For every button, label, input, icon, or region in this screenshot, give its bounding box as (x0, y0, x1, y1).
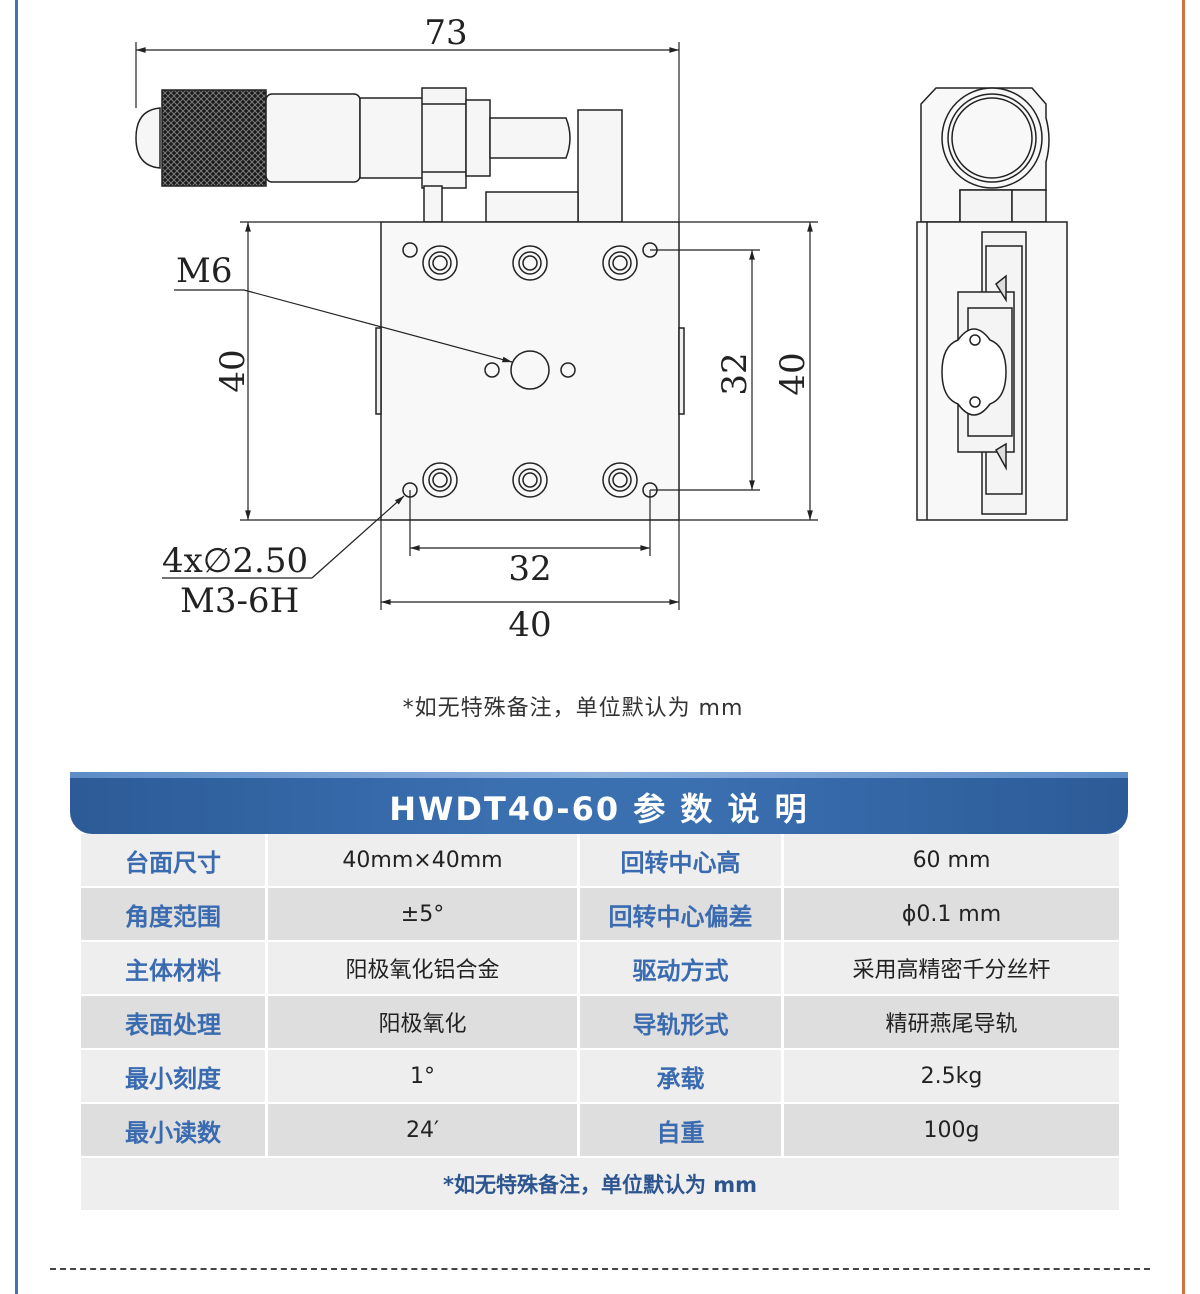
table-row: 角度范围 ±5° 回转中心偏差 ϕ0.1 mm (81, 888, 1119, 942)
spec-key: 台面尺寸 (81, 834, 265, 888)
knurled-thimble (161, 89, 267, 187)
spec-value: 采用高精密千分丝杆 (781, 942, 1119, 996)
dim-plate-width-bottom: 40 (508, 605, 551, 645)
counterbore-holes (422, 245, 638, 498)
dim-hole-spacing-horizontal: 32 (508, 549, 551, 589)
spec-key: 承载 (577, 1050, 781, 1104)
section-divider (50, 1268, 1150, 1270)
spec-value: 阳极氧化 (265, 996, 577, 1050)
dim-plate-height-right: 40 (773, 352, 813, 395)
table-row: 台面尺寸 40mm×40mm 回转中心高 60 mm (81, 834, 1119, 888)
label-holes-diameter: 4x∅2.50 (162, 541, 308, 581)
spec-key: 角度范围 (81, 888, 265, 942)
left-border-line (15, 0, 18, 1294)
table-row: 表面处理 阳极氧化 导轨形式 精研燕尾导轨 (81, 996, 1119, 1050)
spec-banner: HWDT40-60 参 数 说 明 (70, 772, 1128, 834)
spec-value: ϕ0.1 mm (781, 888, 1119, 942)
dim-hole-spacing-vertical: 32 (715, 352, 755, 395)
spec-value: 精研燕尾导轨 (781, 996, 1119, 1050)
spec-value: 100g (781, 1104, 1119, 1158)
spec-value: 24′ (265, 1104, 577, 1158)
label-holes-thread: M3-6H (180, 581, 299, 621)
table-footer-row: *如无特殊备注，单位默认为 mm (81, 1158, 1119, 1212)
dim-overall-width: 73 (424, 13, 467, 53)
spec-value: ±5° (265, 888, 577, 942)
right-border-line (1182, 0, 1185, 1294)
spec-value: 1° (265, 1050, 577, 1104)
top-plate (380, 221, 680, 521)
spec-value: 阳极氧化铝合金 (265, 942, 577, 996)
spec-key: 最小读数 (81, 1104, 265, 1158)
front-view (135, 87, 685, 521)
spec-key: 自重 (577, 1104, 781, 1158)
micrometer-assembly (135, 87, 623, 223)
spec-key: 最小刻度 (81, 1050, 265, 1104)
unit-note: *如无特殊备注，单位默认为 mm (402, 696, 744, 721)
spec-key: 回转中心高 (577, 834, 781, 888)
spec-title: HWDT40-60 参 数 说 明 (389, 790, 809, 828)
spec-key: 回转中心偏差 (577, 888, 781, 942)
table-row: 主体材料 阳极氧化铝合金 驱动方式 采用高精密千分丝杆 (81, 942, 1119, 996)
spec-key: 驱动方式 (577, 942, 781, 996)
spec-key: 导轨形式 (577, 996, 781, 1050)
spec-key: 表面处理 (81, 996, 265, 1050)
technical-drawing: 73 40 32 40 32 40 M6 4x∅2.50 M3-6H (135, 13, 1068, 645)
spec-key: 主体材料 (81, 942, 265, 996)
side-view (916, 87, 1068, 521)
spec-table: 台面尺寸 40mm×40mm 回转中心高 60 mm 角度范围 ±5° 回转中心… (81, 834, 1119, 1212)
table-row: 最小读数 24′ 自重 100g (81, 1104, 1119, 1158)
label-center-thread: M6 (176, 251, 232, 291)
table-footnote: *如无特殊备注，单位默认为 mm (81, 1158, 1119, 1212)
dim-plate-height-left: 40 (213, 349, 253, 392)
m6-center-hole (510, 350, 550, 390)
spec-value: 60 mm (781, 834, 1119, 888)
dimension-lines (135, 42, 818, 610)
spec-value: 40mm×40mm (265, 834, 577, 888)
table-row: 最小刻度 1° 承载 2.5kg (81, 1050, 1119, 1104)
spec-value: 2.5kg (781, 1050, 1119, 1104)
